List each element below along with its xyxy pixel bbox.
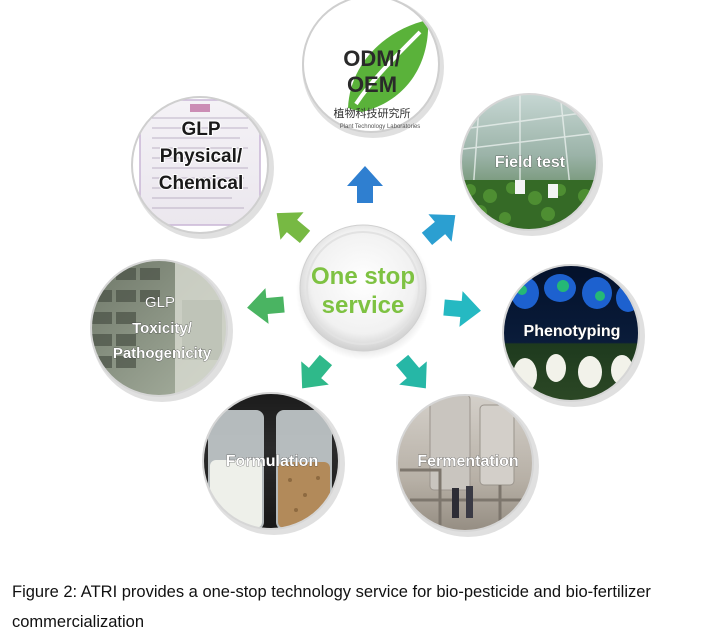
arrow-icon-glp-toxicity [247,288,285,324]
field-test-label: Field test [495,154,566,171]
node-glp-toxicity: GLP Toxicity/ Pathogenicity [90,259,233,402]
odm-sub-english: Plant Technology Laboratories [340,124,421,130]
glp-toxicity-label-line1: GLP [145,294,175,311]
center-label-line1: One stop [311,263,415,290]
arrow-group [247,166,481,389]
formulation-label: Formulation [226,453,318,470]
center-label-line2: service [322,292,405,319]
phenotyping-label: Phenotyping [524,323,621,340]
node-phenotyping: Phenotyping [502,264,645,407]
arrow-icon-glp-physical [276,212,311,244]
glp-physical-label-line1: GLP [181,119,220,140]
node-odm-oem: ODM/ OEM 植物科技研究所 Plant Technology Labora… [302,0,444,138]
arrow-icon-odm-oem [347,166,383,203]
odm-sub-chinese: 植物科技研究所 [334,106,411,120]
one-stop-service-diagram: One stop service ODM/ OEM 植物科技研究所 Plant … [90,0,645,537]
arrow-icon-fermentation [395,354,427,389]
glp-toxicity-label-line2: Toxicity/ [132,320,193,337]
arrow-icon-formulation [301,354,333,389]
odm-label-line1: ODM/ [343,46,400,71]
odm-label-line2: OEM [347,72,397,97]
node-field-test: Field test [460,93,603,236]
figure-caption: Figure 2: ATRI provides a one-stop techn… [12,583,651,631]
arrow-icon-field-test [421,214,456,246]
node-glp-physical: GLP Physical/ Chemical [131,96,274,239]
center-node: One stop service [296,224,432,360]
arrow-icon-phenotyping [443,291,481,327]
node-formulation: Formulation [202,392,345,535]
glp-toxicity-label-line3: Pathogenicity [113,345,212,362]
glp-physical-label-line2: Physical/ [160,146,243,167]
glp-physical-label-line3: Chemical [159,173,243,194]
node-fermentation: Fermentation [396,394,539,537]
fermentation-label: Fermentation [417,453,518,470]
